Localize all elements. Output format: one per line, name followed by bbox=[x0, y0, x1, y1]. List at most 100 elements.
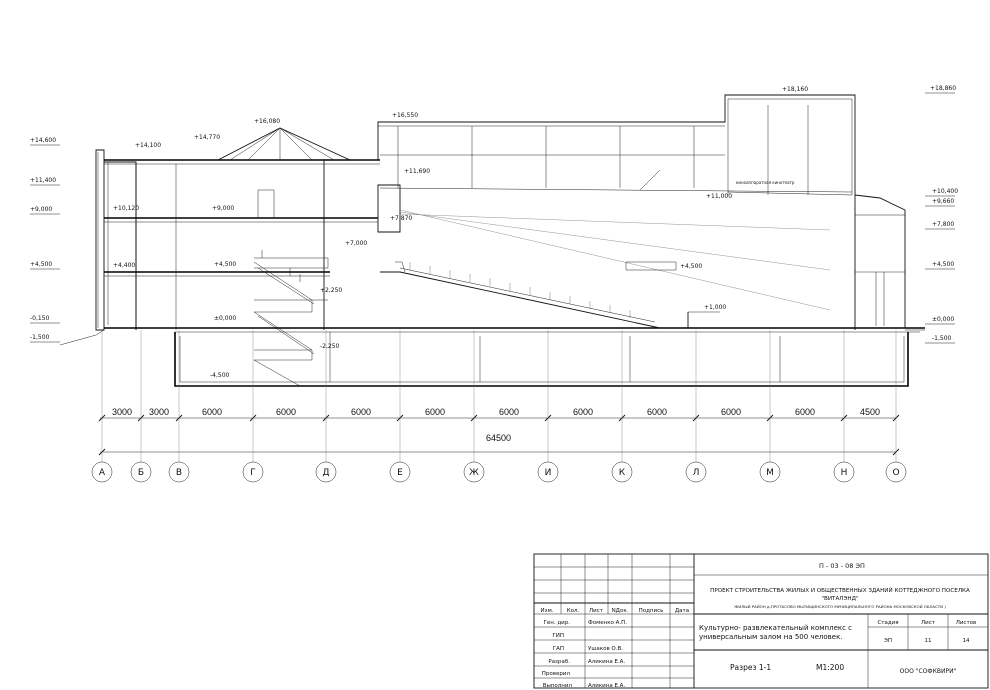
level-marker-right-5: +4,500 bbox=[925, 261, 955, 270]
level-marker-right-3: +9,660 bbox=[925, 198, 955, 207]
dimension-chain: 3000 3000 6000 6000 6000 6000 6000 6000 … bbox=[98, 407, 900, 456]
sheet-header: Лист bbox=[921, 620, 936, 626]
axis-label: М bbox=[766, 468, 774, 478]
axis-Л: Л bbox=[685, 330, 707, 483]
level-label: ±0,000 bbox=[932, 316, 954, 323]
staircase bbox=[253, 250, 329, 387]
header-izm: Изм. bbox=[541, 608, 554, 614]
drawing-name: Разрез 1-1 bbox=[730, 663, 771, 672]
dimension-label: 6000 bbox=[647, 407, 667, 417]
role-label: ГИП bbox=[552, 633, 564, 639]
level-label: +11,690 bbox=[404, 168, 430, 175]
drawing-code: П - 03 - 08 ЭП bbox=[819, 562, 865, 570]
role-name: Аликина Е.А. bbox=[588, 659, 625, 665]
role-label: Выполнил bbox=[543, 683, 573, 689]
level-marker-left-1: +14,600 bbox=[30, 137, 60, 146]
axis-label: Д bbox=[322, 468, 329, 478]
dimension-label: 6000 bbox=[276, 407, 296, 417]
axis-Е: Е bbox=[389, 330, 411, 483]
level-label: ±0,000 bbox=[214, 315, 236, 322]
header-podp: Подпись bbox=[639, 608, 664, 614]
project-title-line2: "ВИТАЛЭНД" bbox=[821, 596, 859, 602]
dimension-label: 6000 bbox=[573, 407, 593, 417]
level-label: +10,120 bbox=[113, 205, 139, 212]
level-label: +14,600 bbox=[30, 137, 56, 144]
axis-К: К bbox=[611, 330, 633, 483]
dimension-label: 6000 bbox=[351, 407, 371, 417]
header-data: Дата bbox=[675, 608, 689, 614]
level-label: +10,400 bbox=[932, 188, 958, 195]
level-label: +14,100 bbox=[135, 142, 161, 149]
header-ndok: NДок. bbox=[612, 608, 629, 614]
level-label: -0,150 bbox=[30, 315, 50, 322]
dimension-label: 6000 bbox=[499, 407, 519, 417]
level-label: +4,500 bbox=[30, 261, 52, 268]
level-label: -1,500 bbox=[932, 335, 952, 342]
level-label: +2,250 bbox=[320, 287, 342, 294]
sheets-value: 14 bbox=[963, 638, 970, 644]
level-label: +4,500 bbox=[932, 261, 954, 268]
title-block: П - 03 - 08 ЭП ПРОЕКТ СТРОИТЕЛЬСТВА ЖИЛЫ… bbox=[533, 553, 989, 689]
level-marker-left-5: -0,150 bbox=[30, 315, 60, 324]
level-label: +7,800 bbox=[932, 221, 954, 228]
axis-Ж: Ж bbox=[463, 330, 485, 483]
dimension-label: 3000 bbox=[149, 407, 169, 417]
axis-label: Ж bbox=[469, 468, 479, 478]
axis-label: И bbox=[545, 468, 552, 478]
room-note: киноаппаратная кинотеатр bbox=[736, 180, 795, 185]
header-list: Лист bbox=[589, 608, 604, 614]
interior-levels: +14,100 +14,770 +16,080 +16,550 +18,160 … bbox=[113, 86, 808, 379]
dimension-label: 6000 bbox=[721, 407, 741, 417]
level-label: +7,000 bbox=[345, 240, 367, 247]
level-label: +16,550 bbox=[392, 112, 418, 119]
role-name: Аликина Е.А. bbox=[588, 683, 625, 689]
level-label: -4,500 bbox=[210, 372, 230, 379]
level-label: +1,000 bbox=[704, 304, 726, 311]
axis-label: Б bbox=[138, 468, 144, 478]
dimension-label: 3000 bbox=[112, 407, 132, 417]
axis-label: Е bbox=[397, 468, 403, 478]
building-section bbox=[59, 94, 925, 387]
dimension-label: 6000 bbox=[425, 407, 445, 417]
role-label: Ген. дир. bbox=[544, 620, 571, 626]
level-label: +9,000 bbox=[212, 205, 234, 212]
auditorium-seating bbox=[380, 261, 661, 329]
axis-Д: Д bbox=[315, 330, 337, 483]
level-label: +9,660 bbox=[932, 198, 954, 205]
project-title-line3: ЖИЛЫЙ РАЙОН д.ПРОТАСОВО МЫТИЩИНСКОГО МУН… bbox=[734, 604, 946, 609]
axis-label: О bbox=[892, 468, 899, 478]
axis-А: А bbox=[91, 330, 113, 483]
axis-Н: Н bbox=[833, 330, 855, 483]
axis-label: Г bbox=[250, 468, 256, 478]
level-label: +4,400 bbox=[113, 262, 135, 269]
project-title-line1: ПРОЕКТ СТРОИТЕЛЬСТВА ЖИЛЫХ И ОБЩЕСТВЕННЫ… bbox=[710, 587, 970, 594]
level-marker-left-4: +4,500 bbox=[30, 261, 60, 270]
level-marker-right-4: +7,800 bbox=[925, 221, 955, 230]
level-marker-right-7: -1,500 bbox=[925, 335, 955, 344]
level-label: +11,400 bbox=[30, 177, 56, 184]
level-marker-left-6: -1,500 bbox=[30, 334, 60, 343]
level-marker-left-2: +11,400 bbox=[30, 177, 60, 186]
object-title-line1: Культурно- развлекательный комплекс с bbox=[699, 624, 852, 632]
dimension-label: 6000 bbox=[202, 407, 222, 417]
stage-header: Стадия bbox=[877, 620, 898, 626]
axis-О: О bbox=[885, 330, 907, 483]
level-label: +4,500 bbox=[680, 263, 702, 270]
company-name: ООО "СОФКВИРИ" bbox=[900, 668, 957, 675]
level-label: +4,500 bbox=[214, 261, 236, 268]
level-marker-right-1: +18,860 bbox=[925, 85, 956, 94]
level-label: +14,770 bbox=[194, 134, 220, 141]
role-name: Ушаков О.В. bbox=[588, 646, 623, 652]
role-label: Проверил bbox=[542, 671, 571, 677]
level-label: +9,000 bbox=[30, 206, 52, 213]
level-label: -1,500 bbox=[30, 334, 50, 341]
levels-right: +18,860 +10,400 +9,660 +7,800 +4,500 ±0,… bbox=[925, 85, 958, 344]
stage-value: ЭП bbox=[884, 638, 892, 644]
level-marker-right-2: +10,400 bbox=[925, 188, 958, 197]
role-label: Разраб. bbox=[548, 659, 570, 665]
level-label: +11,000 bbox=[706, 193, 732, 200]
dimension-label: 6000 bbox=[795, 407, 815, 417]
level-label: -2,250 bbox=[320, 343, 340, 350]
drawing-scale: М1:200 bbox=[816, 663, 844, 672]
